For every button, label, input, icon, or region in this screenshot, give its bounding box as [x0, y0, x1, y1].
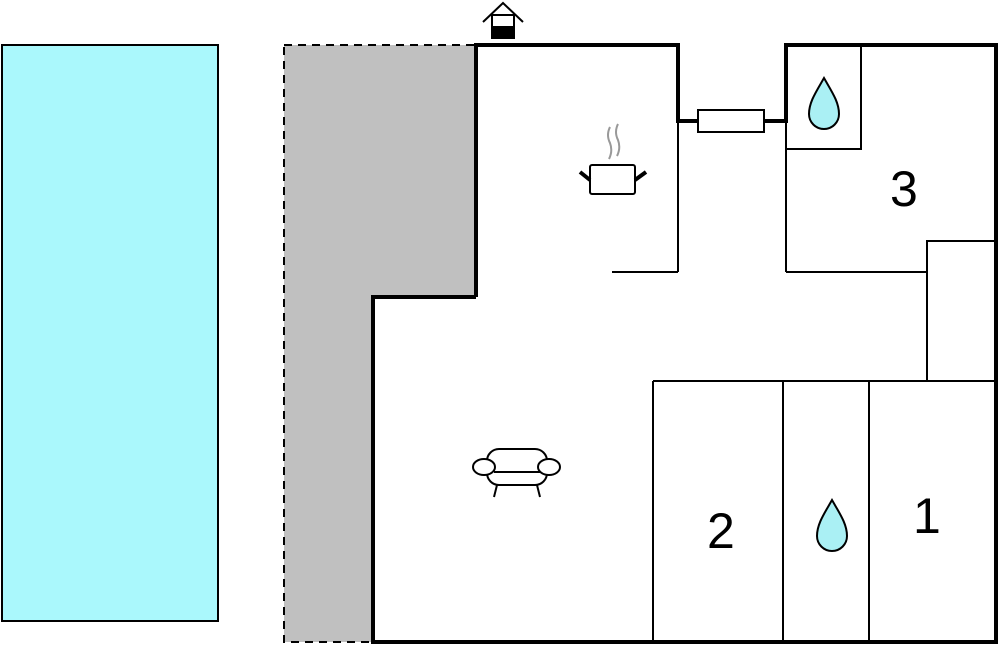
exterior-walls: [371, 43, 998, 644]
cooking-pot-icon: [578, 123, 648, 195]
pool: [1, 44, 219, 622]
water-drop-icon: [815, 497, 849, 552]
interior-walls: [612, 44, 997, 642]
water-drop-icon: [807, 75, 841, 130]
interior-floor: [373, 45, 996, 642]
window-icon: [697, 109, 765, 133]
room-label-1: 1: [913, 488, 941, 544]
room-label-3: 3: [890, 161, 918, 217]
room-label-2: 2: [707, 503, 735, 559]
sofa-icon: [472, 448, 561, 498]
entrance-icon: [482, 1, 524, 39]
